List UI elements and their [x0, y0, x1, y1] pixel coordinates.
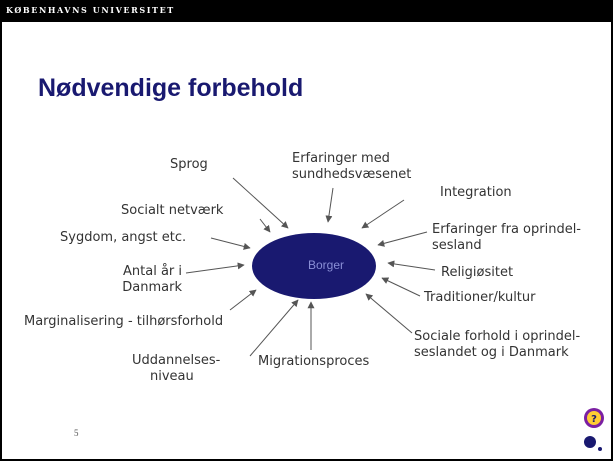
label-integration: Integration	[440, 185, 512, 200]
label-erfaringer-line1: Erfaringer med	[292, 151, 390, 166]
header-bar: KØBENHAVNS UNIVERSITET	[0, 0, 613, 22]
arrow-erfaringer-fra	[377, 231, 428, 247]
label-uddannelse-line2: niveau	[150, 369, 194, 384]
right-border	[611, 22, 613, 461]
label-sprog: Sprog	[170, 157, 208, 172]
label-sygdom: Sygdom, angst etc.	[60, 230, 187, 245]
label-erfaringer-line2: sundhedsvæsenet	[292, 167, 412, 182]
label-marginalisering: Marginalisering - tilhørsforhold	[24, 314, 224, 329]
center-node-label: Borger	[307, 258, 345, 272]
label-erfaringer-fra-line1: Erfaringer fra oprindel-	[432, 222, 581, 237]
label-socialt-netvaerk: Socialt netværk	[121, 203, 224, 218]
label-sociale-line1: Sociale forhold i oprindel-	[414, 329, 581, 344]
left-border	[0, 22, 2, 461]
label-traditioner: Traditioner/kultur	[424, 290, 536, 305]
page-number: 5	[74, 428, 79, 438]
label-religiositet: Religiøsitet	[441, 265, 514, 280]
arrow-socialt	[259, 218, 271, 233]
arrow-traditioner	[381, 277, 421, 297]
arrow-uddannelse	[249, 299, 299, 357]
label-erfaringer-fra-line2: sesland	[432, 238, 482, 253]
slide-title: Nødvendige forbehold	[38, 74, 304, 102]
label-sociale-line2: seslandet og i Danmark	[414, 345, 569, 360]
bottom-border	[0, 459, 613, 461]
label-migrationsproces: Migrationsproces	[258, 354, 370, 369]
label-uddannelse-line1: Uddannelses-	[132, 353, 221, 368]
university-seal-icon: ?	[584, 408, 604, 451]
arrow-sprog	[232, 177, 289, 229]
svg-text:?: ?	[591, 414, 597, 425]
arrow-religiositet	[387, 260, 436, 271]
arrow-erfaringer	[325, 187, 334, 223]
label-antal-line1: Antal år i	[123, 264, 182, 279]
arrow-integration	[361, 199, 405, 229]
university-name: KØBENHAVNS UNIVERSITET	[6, 5, 175, 15]
arrow-sygdom	[210, 237, 251, 250]
label-antal-line2: Danmark	[122, 280, 182, 295]
arrow-marginalisering	[229, 289, 257, 311]
arrow-sociale	[365, 293, 413, 334]
arrow-antal	[185, 262, 245, 274]
